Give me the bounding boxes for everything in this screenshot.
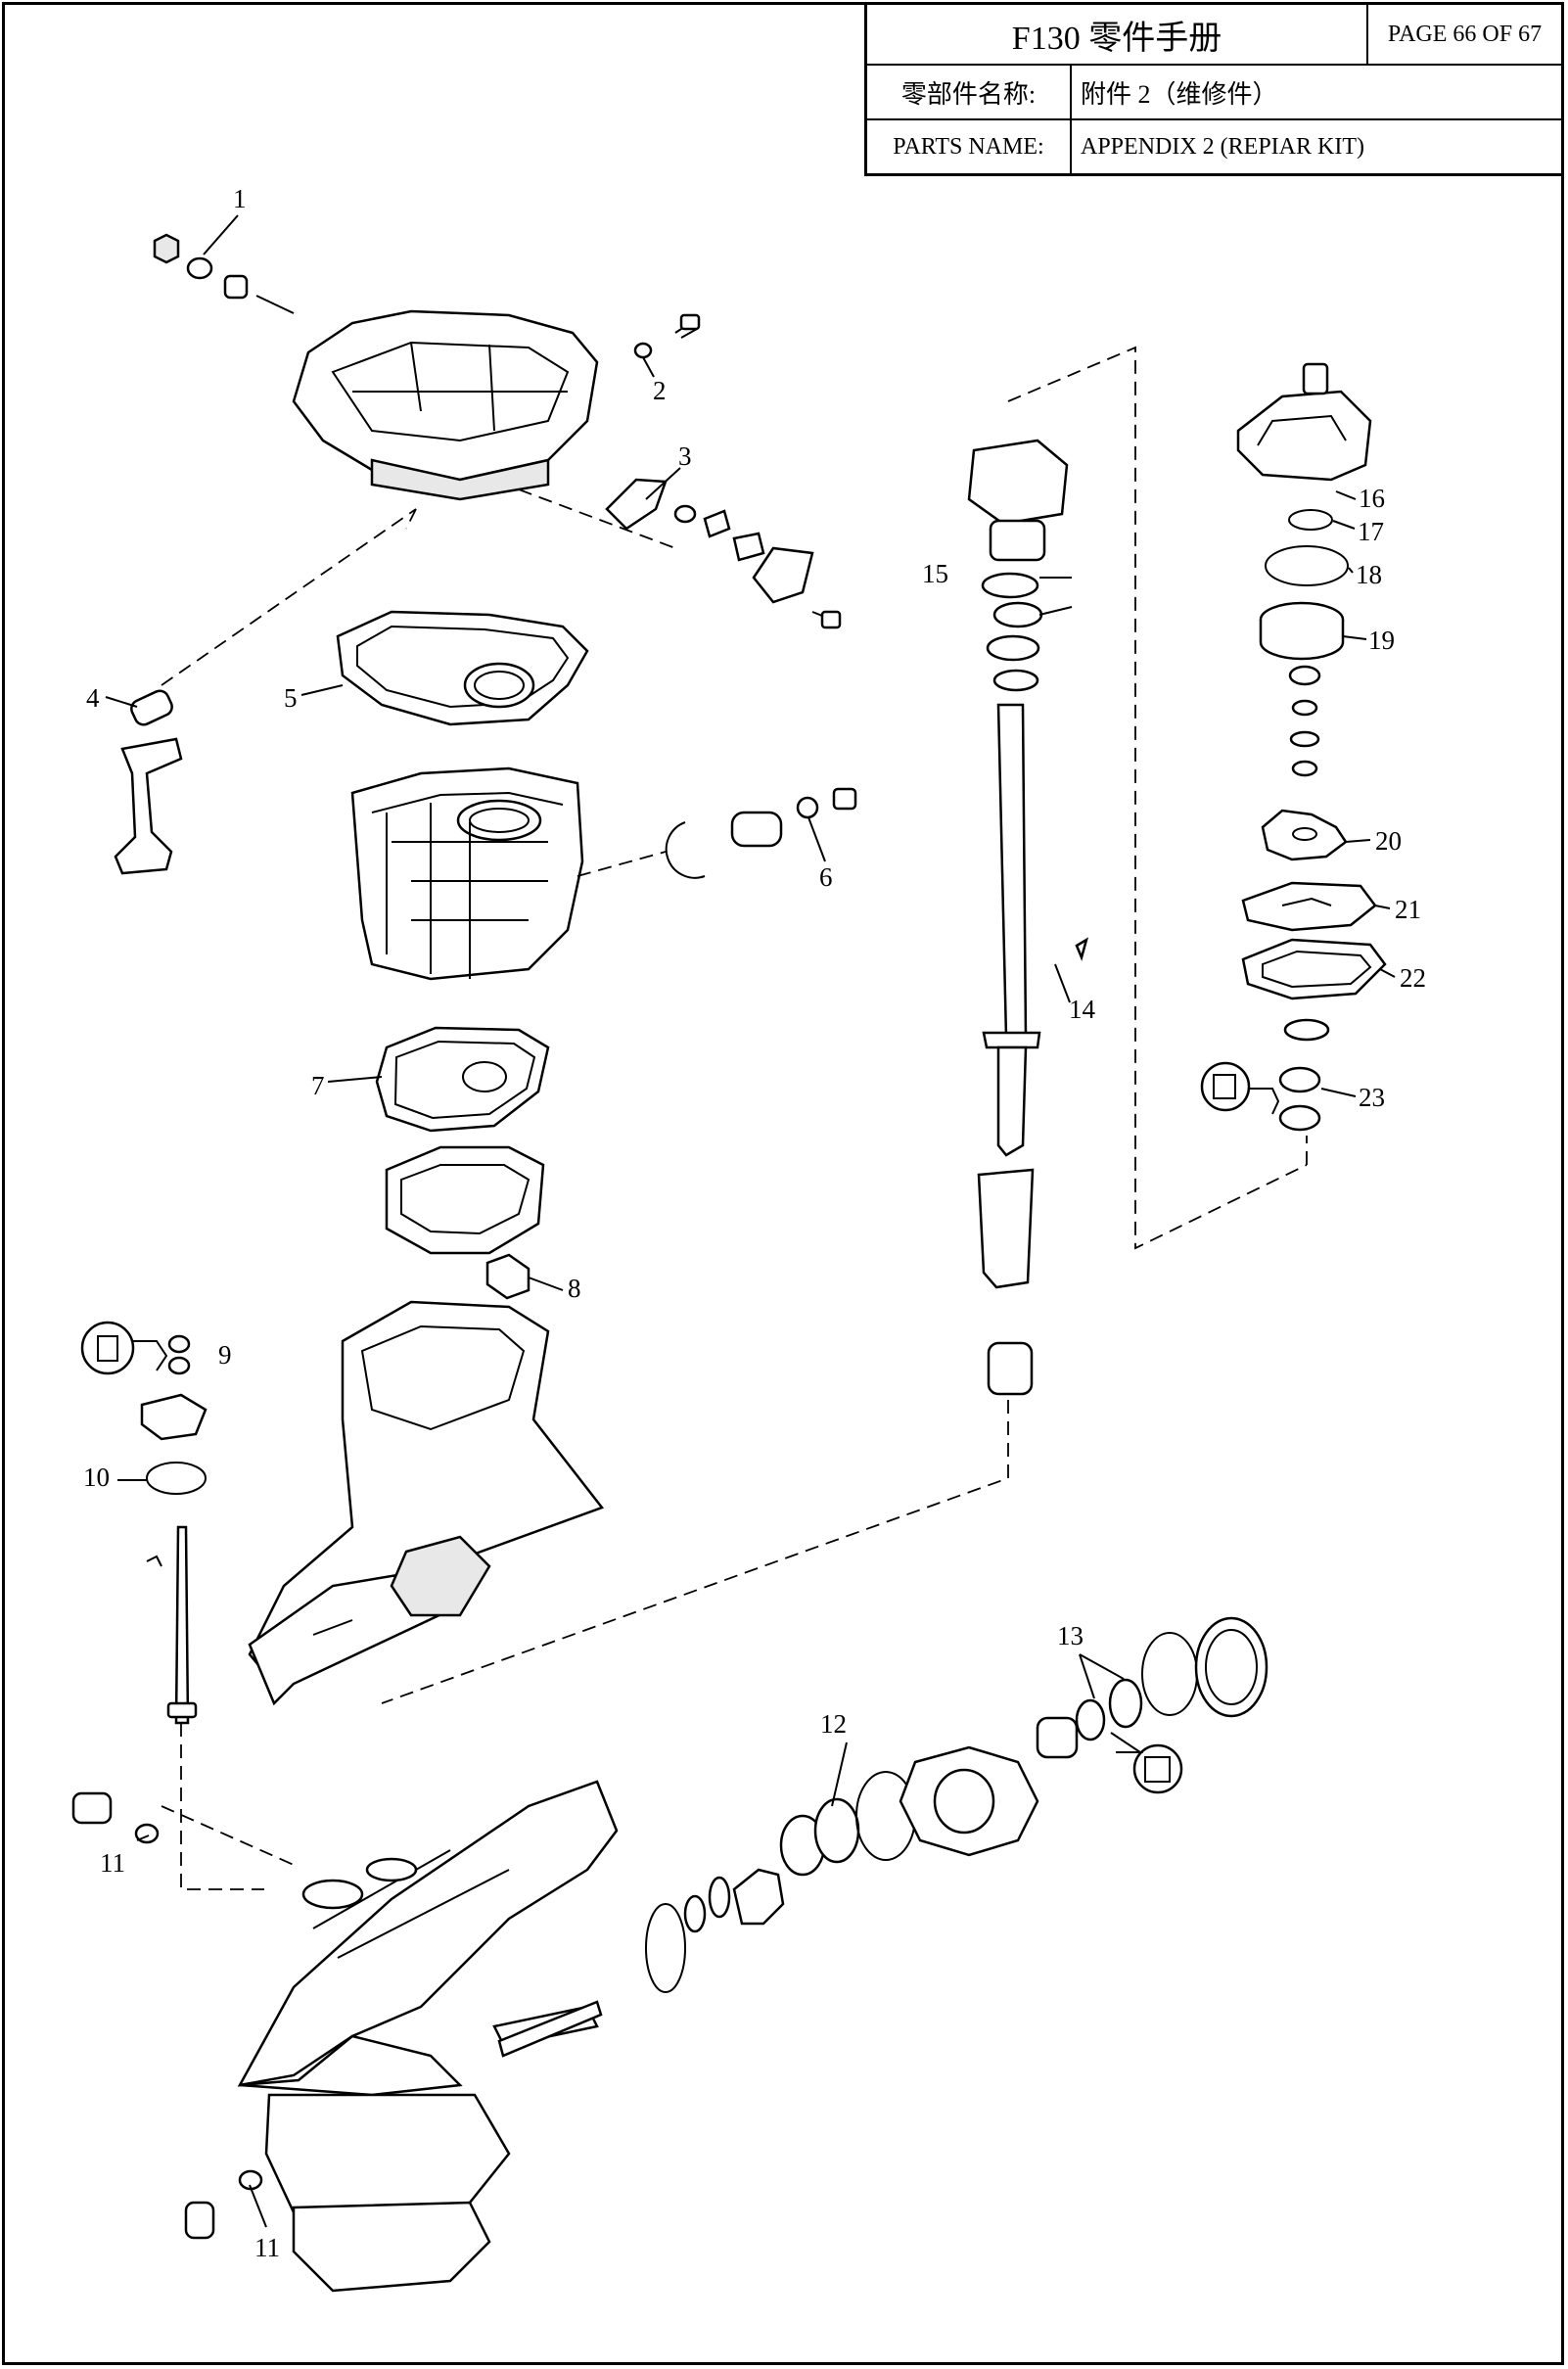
- callout-labels: 1 2 3 4 5 6 7 8 9 10 11 11 12 13 14 15 1…: [83, 184, 1426, 2262]
- parts-name-en-value: APPENDIX 2 (REPIAR KIT): [1081, 133, 1364, 160]
- callout-11b: 11: [254, 2233, 280, 2262]
- parts-name-cn-value: 附件 2（维修件）: [1081, 79, 1278, 109]
- seal-part-23: [1200, 1018, 1330, 1132]
- shift-cover-part-9: [80, 1321, 208, 1441]
- drive-shaft-bushing-lower: [977, 1168, 1035, 1396]
- impeller-part-20: [1261, 809, 1348, 861]
- parts-name-cn-label: 零部件名称:: [900, 79, 1037, 109]
- title-block: F130 零件手册 PAGE 66 OF 67 零部件名称: 附件 2（维修件）…: [864, 2, 1564, 176]
- gasket-part-7: [375, 1026, 550, 1133]
- bolt-part-2: [633, 313, 701, 359]
- gasket-part-4: [114, 689, 183, 875]
- model-title: F130 零件手册: [1011, 20, 1222, 57]
- callout-23: 23: [1359, 1083, 1385, 1112]
- insert-cartridge-part-19: [1259, 601, 1345, 661]
- upper-casing: [350, 766, 584, 981]
- damper-part-8: [485, 1253, 530, 1300]
- callout-2: 2: [653, 376, 667, 405]
- callout-17: 17: [1358, 517, 1384, 546]
- callout-4: 4: [86, 683, 100, 713]
- gasket-part-5: [336, 610, 589, 726]
- callout-14: 14: [1069, 995, 1096, 1024]
- o-ring-part-18: [1265, 545, 1349, 586]
- gear-case: [237, 1780, 619, 2293]
- callout-9: 9: [218, 1340, 232, 1370]
- leader-lines: [105, 214, 1396, 2228]
- nut-part-1: [153, 233, 295, 314]
- callout-21: 21: [1395, 895, 1421, 924]
- callout-11a: 11: [100, 1848, 125, 1878]
- callout-16: 16: [1359, 484, 1385, 513]
- o-ring-part-17: [1288, 509, 1333, 531]
- callout-8: 8: [568, 1274, 581, 1303]
- callout-10: 10: [83, 1463, 110, 1492]
- callout-7: 7: [311, 1071, 325, 1100]
- outer-plate-part-22: [1241, 938, 1387, 1000]
- shift-rod: [146, 1525, 198, 1725]
- cover-part-3: [605, 478, 842, 629]
- water-pump-housing: [1236, 362, 1372, 482]
- callout-18: 18: [1356, 560, 1382, 589]
- pump-small-parts: [1288, 665, 1321, 777]
- callout-13: 13: [1057, 1621, 1084, 1650]
- callout-5: 5: [284, 683, 298, 713]
- gasket-part-21: [1241, 881, 1377, 932]
- callout-20: 20: [1375, 826, 1402, 856]
- drive-shaft: [967, 439, 1089, 1157]
- callout-12: 12: [820, 1709, 847, 1739]
- callout-6: 6: [819, 862, 833, 892]
- drive-shaft-housing-cap: [292, 309, 599, 501]
- o-ring-part-10: [146, 1462, 207, 1495]
- lower-casing: [248, 1300, 605, 1706]
- callout-19: 19: [1368, 626, 1395, 655]
- gear-bearing-parts: [645, 1616, 1268, 1993]
- callout-1: 1: [233, 184, 247, 213]
- callout-3: 3: [678, 441, 692, 471]
- parts-name-en-label: PARTS NAME:: [893, 133, 1044, 160]
- propeller-shaft: [497, 2000, 603, 2058]
- plate-under-7: [385, 1145, 545, 1255]
- bushing-part-6: [665, 787, 857, 879]
- callout-22: 22: [1400, 963, 1426, 993]
- callout-15: 15: [922, 559, 948, 588]
- page-number: PAGE 66 OF 67: [1387, 21, 1543, 47]
